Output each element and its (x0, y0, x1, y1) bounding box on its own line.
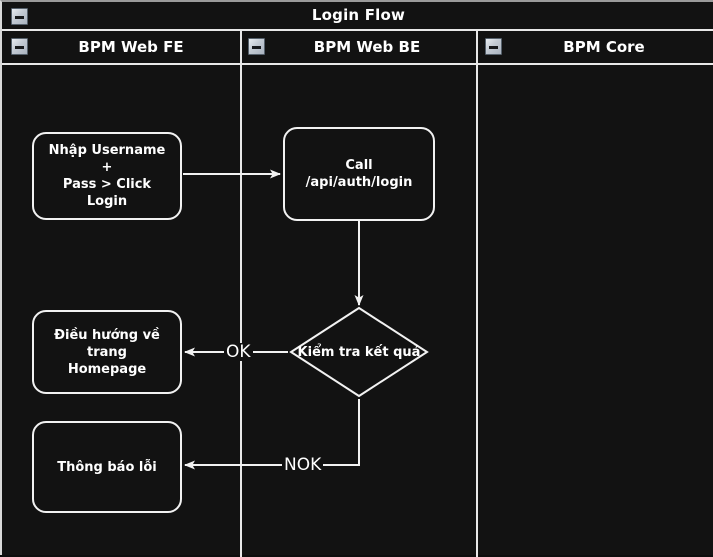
node-label-line2: Homepage (67, 361, 147, 377)
diagram-title: Login Flow (311, 6, 406, 24)
node-label: Kiểm tra kết quả (297, 344, 421, 360)
node-label: Call /api/auth/login (305, 158, 413, 190)
lane-title-bpm-web-fe: BPM Web FE (78, 38, 184, 56)
edge-label-nok: NOK (282, 455, 324, 475)
lane-header-row: BPM Web FE BPM Web BE BPM Core (2, 31, 713, 65)
diagram-title-bar: Login Flow (2, 2, 713, 31)
collapse-lane-bpm-web-fe-icon[interactable] (11, 38, 28, 55)
lane-divider-fe-be (240, 31, 242, 557)
edge-label-ok: OK (224, 342, 253, 362)
node-nhap-username-click-login[interactable]: Nhập Username + Pass > Click Login (32, 132, 182, 220)
node-kiem-tra-ket-qua[interactable]: Kiểm tra kết quả (289, 306, 429, 398)
node-label: Điều hướng về trang Homepage (42, 327, 172, 378)
node-call-api-auth-login[interactable]: Call /api/auth/login (283, 127, 435, 221)
node-dieu-huong-ve-trang-homepage[interactable]: Điều hướng về trang Homepage (32, 310, 182, 394)
node-thong-bao-loi[interactable]: Thông báo lỗi (32, 421, 182, 513)
edge-n3-to-n5-nok (184, 399, 360, 470)
node-label: Thông báo lỗi (57, 459, 157, 475)
node-label: Nhập Username + Pass > Click Login (42, 142, 172, 210)
lane-title-bpm-web-be: BPM Web BE (313, 38, 421, 56)
node-label-line1: Điều hướng về trang (54, 327, 160, 360)
node-label-line1: Nhập Username + (48, 143, 166, 175)
lane-divider-be-core (476, 31, 478, 557)
collapse-diagram-icon[interactable] (11, 8, 28, 25)
node-label-line2: Pass > Click Login (62, 177, 152, 209)
collapse-lane-bpm-core-icon[interactable] (485, 38, 502, 55)
lane-title-bpm-core: BPM Core (563, 38, 645, 56)
collapse-lane-bpm-web-be-icon[interactable] (248, 38, 265, 55)
diamond-shape (289, 306, 429, 398)
